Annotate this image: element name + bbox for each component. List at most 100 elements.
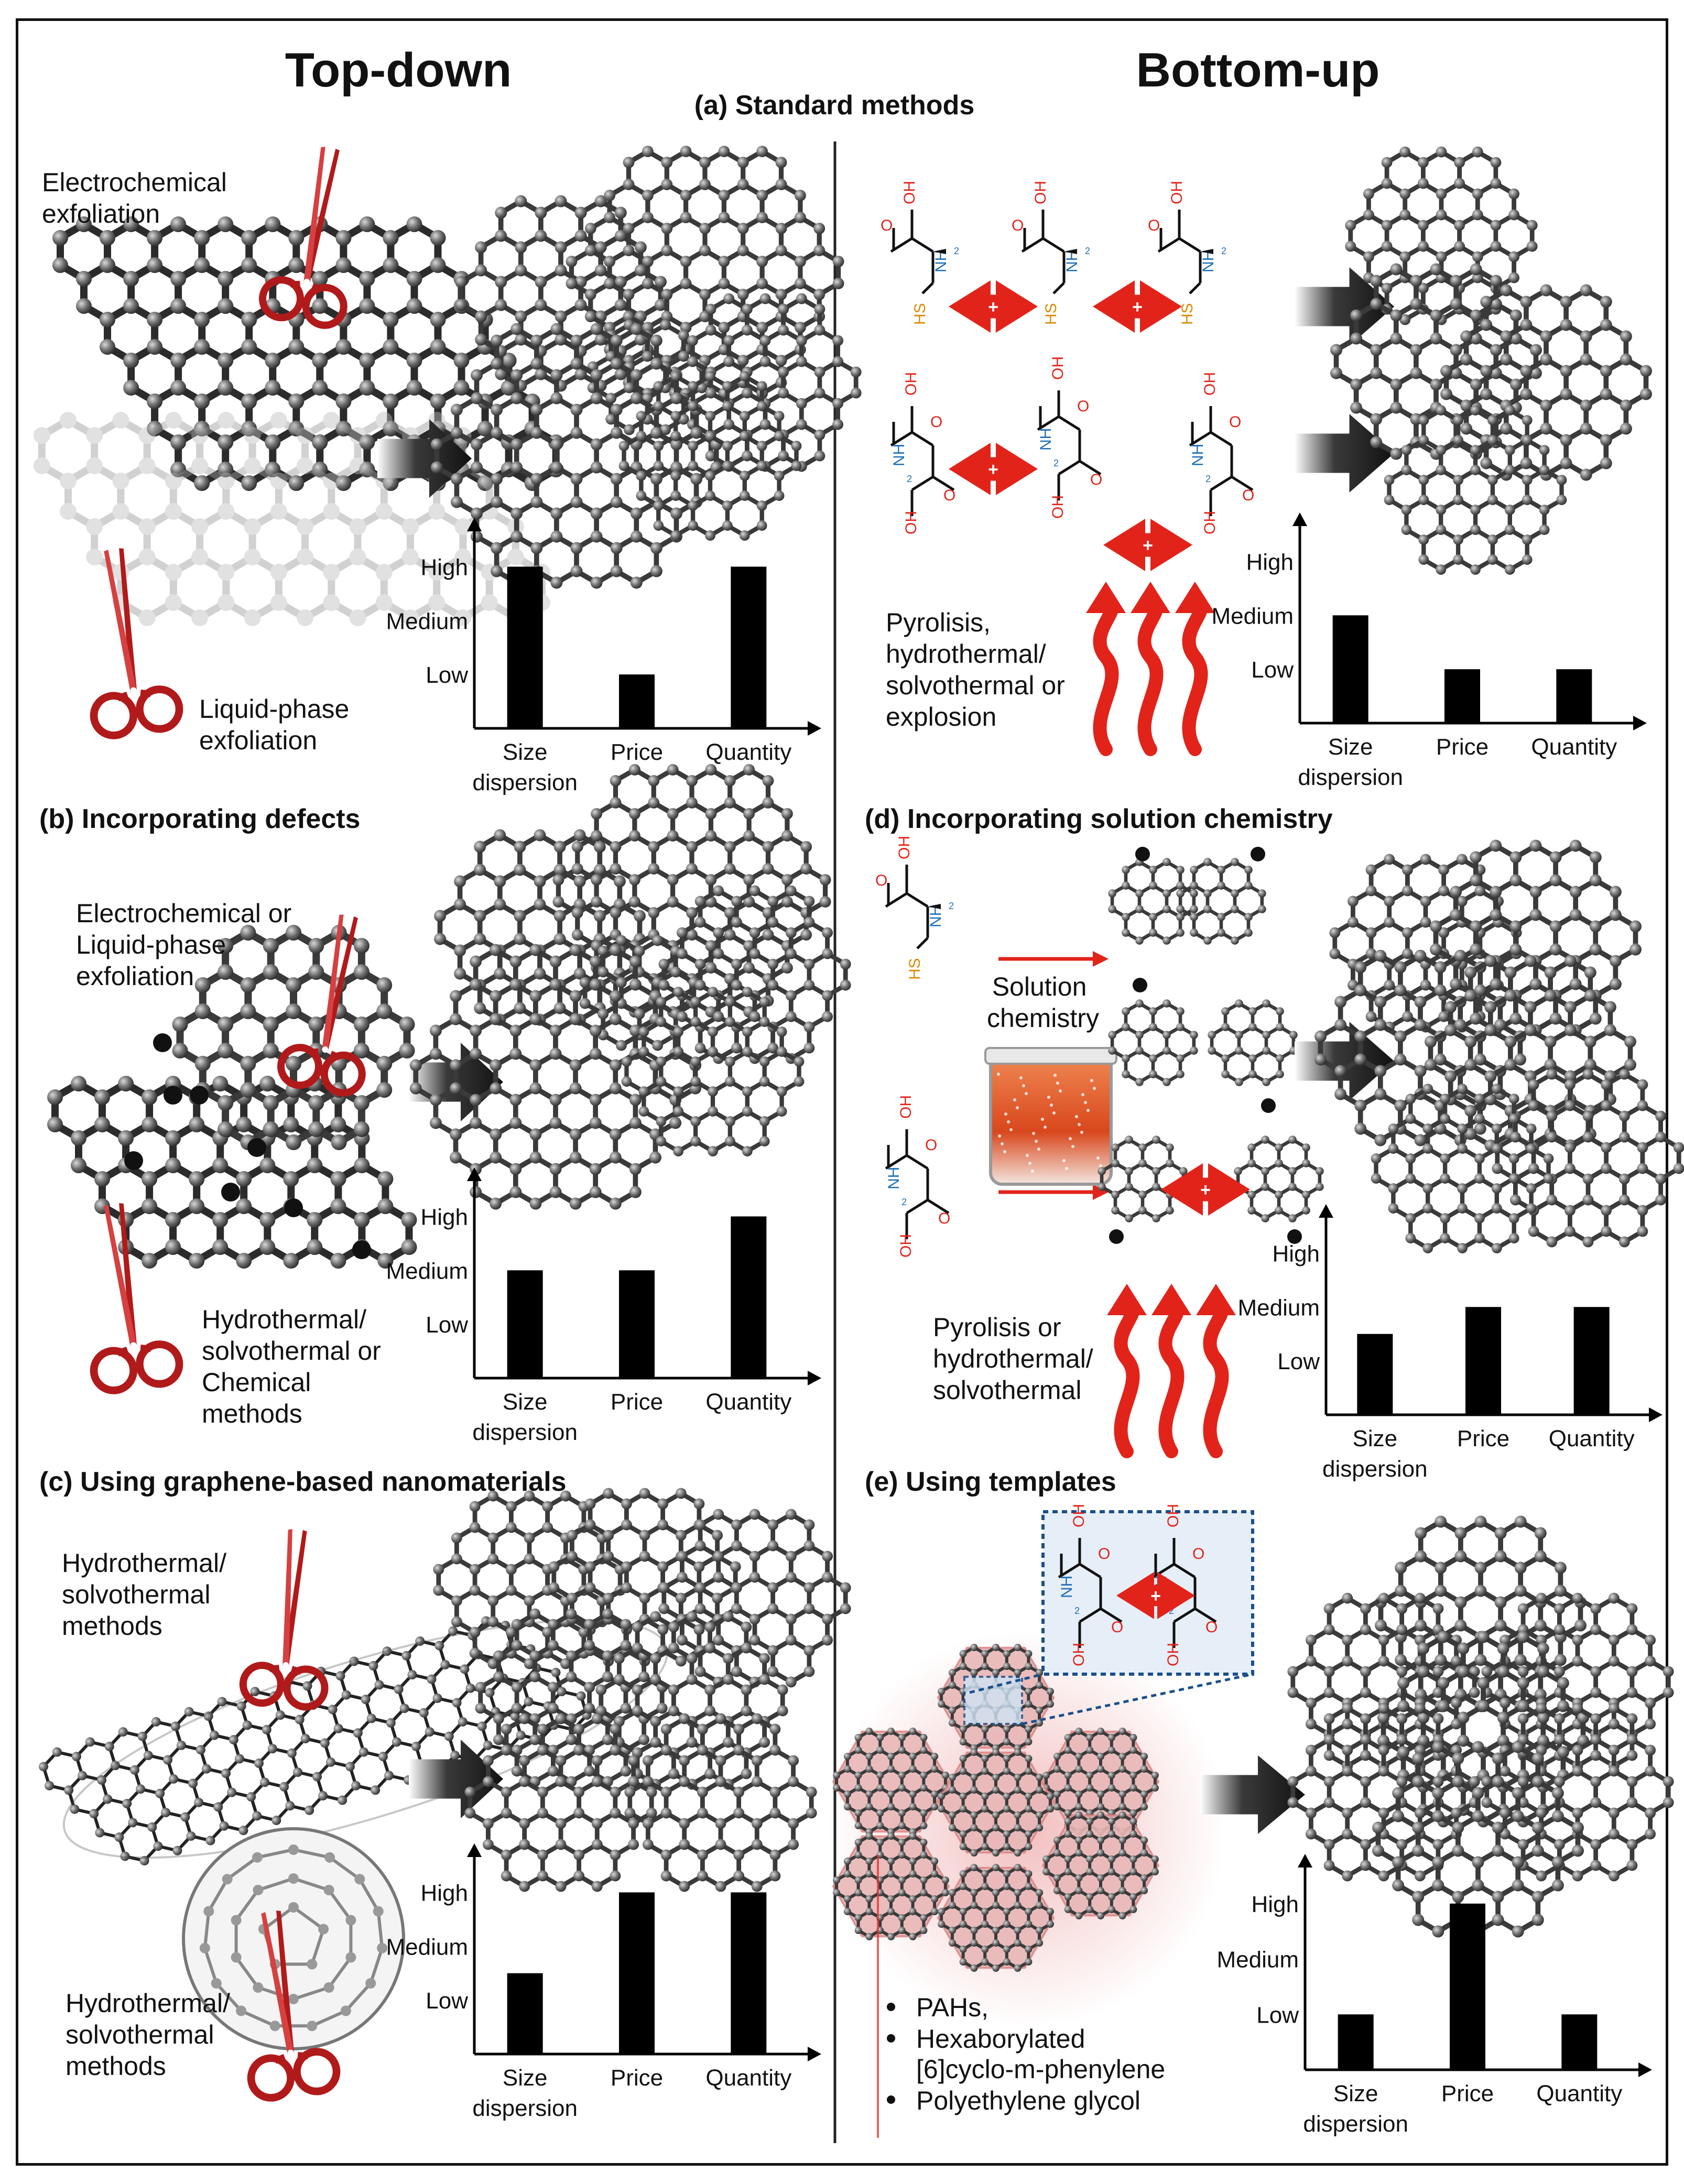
graphene-dots-cluster xyxy=(430,146,862,589)
graphene-flake xyxy=(833,1832,949,1940)
graphene-flake xyxy=(658,885,851,1064)
chart-x-tick-label: Price xyxy=(611,2065,663,2091)
svg-text:NH: NH xyxy=(1200,250,1217,272)
chart-x-axis-arrowhead xyxy=(808,2047,821,2061)
chart-bar xyxy=(1556,669,1592,723)
scissors-icon xyxy=(259,147,347,329)
svg-text:OH: OH xyxy=(1201,372,1219,396)
graphene-flake xyxy=(1108,858,1198,945)
graphene-sheet-large xyxy=(52,216,564,491)
chart-bar xyxy=(731,1892,767,2054)
chart-y-tick-label: Medium xyxy=(386,608,469,634)
chart-bar xyxy=(1573,1307,1610,1415)
chart-bar xyxy=(507,1270,543,1378)
svg-text:O: O xyxy=(943,487,955,504)
section-title-a: (a) Standard methods xyxy=(694,90,975,121)
graphene-flake xyxy=(1287,1702,1480,1882)
chart-x-tick-label: Quantity xyxy=(1536,2081,1622,2106)
svg-text:2: 2 xyxy=(1053,458,1059,468)
svg-text:O: O xyxy=(881,217,893,234)
chart-x-tick-label: dispersion xyxy=(472,2095,578,2121)
chart-x-tick-label: Quantity xyxy=(705,739,791,765)
chart-bar xyxy=(619,1270,655,1378)
svg-text:O: O xyxy=(930,413,942,431)
label-electrochemical-exfoliation: Electrochemical exfoliation xyxy=(42,168,234,228)
chart-y-tick-label: Low xyxy=(1256,2002,1299,2028)
svg-text:OH: OH xyxy=(1032,181,1049,204)
svg-text:O: O xyxy=(938,1210,950,1227)
chart-bar xyxy=(619,674,655,728)
figure-frame xyxy=(16,18,1668,2166)
chart-x-tick-label: Price xyxy=(611,1389,663,1415)
chart-bar xyxy=(1444,669,1480,723)
template-list-text: PAHs, Hexaborylated [6]cyclo-m-phenylene… xyxy=(916,1993,1172,2115)
label-b-exfoliation: Electrochemical or Liquid-phase exfoliat… xyxy=(76,899,299,991)
beaker-icon xyxy=(984,1047,1117,1186)
graphene-flake xyxy=(833,1728,949,1836)
svg-text:OH: OH xyxy=(896,836,913,859)
chart-y-tick-label: Low xyxy=(1251,657,1294,683)
svg-text:O: O xyxy=(1012,217,1024,234)
graphene-flake xyxy=(433,1490,626,1669)
chart-x-tick-label: Quantity xyxy=(1531,734,1617,760)
chart-bar xyxy=(731,566,767,728)
svg-text:HS: HS xyxy=(906,958,924,980)
chart-y-axis-arrowhead xyxy=(467,1843,482,1857)
chart-y-tick-label: Medium xyxy=(1238,1295,1320,1320)
chart-x-axis-arrowhead xyxy=(1649,1407,1663,1422)
svg-text:OH: OH xyxy=(903,372,920,396)
chart-x-axis-arrowhead xyxy=(808,721,821,736)
svg-text:HS: HS xyxy=(1042,303,1060,325)
graphene-flake xyxy=(658,1509,851,1688)
chart-x-tick-label: Quantity xyxy=(705,2065,791,2091)
chart-y-axis-arrowhead xyxy=(1298,1854,1312,1868)
svg-text:NH: NH xyxy=(932,250,950,272)
svg-text:OH: OH xyxy=(901,181,918,204)
graphene-flake xyxy=(566,146,844,399)
graphene-flake xyxy=(1108,999,1198,1086)
graphene-flake xyxy=(624,1713,817,1892)
chart-y-tick-label: High xyxy=(421,554,469,580)
graphene-flake xyxy=(464,1713,657,1892)
chart-x-tick-label: Size xyxy=(1333,2081,1378,2106)
svg-text:O: O xyxy=(1242,487,1254,504)
chart-x-tick-label: dispersion xyxy=(1303,2111,1408,2137)
heat-waves-icon xyxy=(1086,582,1215,756)
chart-y-tick-label: High xyxy=(421,1204,469,1230)
svg-text:OH: OH xyxy=(1201,511,1219,534)
svg-text:O: O xyxy=(1090,471,1102,488)
chart-x-tick-label: Quantity xyxy=(705,1389,791,1415)
template-bullet-list xyxy=(887,2003,895,2104)
chart-x-tick-label: dispersion xyxy=(472,1419,578,1445)
svg-text:OH: OH xyxy=(1168,181,1186,204)
reaction-arrowhead xyxy=(1093,1184,1109,1200)
chart-y-axis-arrowhead xyxy=(467,1167,482,1181)
graphene-sheet-lattice xyxy=(47,1076,417,1269)
label-c-top: Hydrothermal/ solvothermal methods xyxy=(62,1548,234,1641)
chart-x-axis-arrowhead xyxy=(1638,2062,1652,2077)
svg-text:OH: OH xyxy=(1049,356,1067,380)
scissors-icon xyxy=(247,1910,341,2102)
svg-text:2: 2 xyxy=(949,901,954,911)
scissors-icon xyxy=(277,914,366,1097)
chart-y-axis-arrowhead xyxy=(1292,512,1307,526)
chart-y-tick-label: Low xyxy=(426,662,468,688)
graphene-dots-cluster xyxy=(1287,1515,1674,1938)
graphene-flake xyxy=(938,1749,1054,1857)
graphene-flake xyxy=(1372,1741,1584,1938)
section-title-d: (d) Incorporating solution chemistry xyxy=(865,804,1333,834)
svg-text:2: 2 xyxy=(954,246,959,256)
svg-text:NH: NH xyxy=(1189,444,1207,466)
graphene-flake xyxy=(621,987,805,1156)
double-arrow-icon: + xyxy=(1116,1572,1195,1619)
header-top-down: Top-down xyxy=(285,43,512,97)
graphene-dots-cluster xyxy=(1314,839,1684,1253)
chart-bar xyxy=(1357,1334,1393,1415)
graphene-flake xyxy=(1384,405,1567,575)
graphene-flake xyxy=(1042,1811,1159,1919)
svg-text:NH: NH xyxy=(890,444,908,466)
svg-text:NH: NH xyxy=(885,1167,903,1189)
